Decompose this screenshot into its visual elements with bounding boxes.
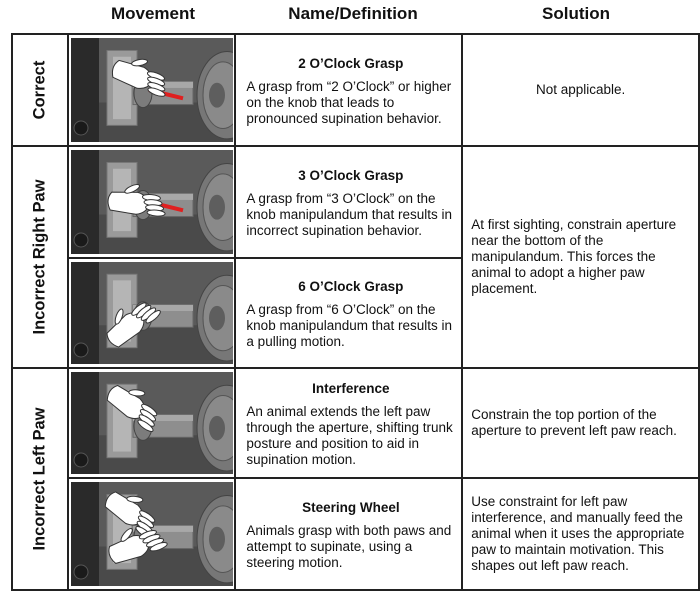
solution-correct: Not applicable. [461,33,700,147]
paw-icon [107,184,166,217]
table-row: Steering Wheel Animals grasp with both p… [12,477,700,591]
movement-definition: A grasp from “6 O’Clock” on the knob man… [246,301,453,349]
table-row: 6 O’Clock Grasp A grasp from “6 O’Clock”… [12,257,699,369]
table-row: Incorrect Left Paw Interference An anima… [10,367,700,591]
paw-icon [111,58,166,97]
movement-image-2oclock [67,33,237,147]
definition-cell: 6 O’Clock Grasp A grasp from “6 O’Clock”… [234,257,464,369]
solution-steering-wheel: Use constraint for left paw interference… [461,477,700,591]
definition-cell: 3 O’Clock Grasp A grasp from “3 O’Clock”… [234,145,464,259]
table-row: Correct 2 O’Clock Grasp A grasp from “2 … [10,33,700,147]
group-incorrect-right-paw: Incorrect Right Paw [10,145,70,369]
table-row: Incorrect Right Paw 3 O’Clock Grasp A gr… [10,145,700,369]
movement-definition: Animals grasp with both paws and attempt… [246,522,452,570]
movement-name: Steering Wheel [302,499,400,515]
movement-definition: A grasp from “3 O’Clock” on the knob man… [246,190,453,238]
paw-icon [106,384,158,432]
solution-incorrect-right-paw: At first sighting, constrain aperture ne… [461,145,700,369]
movement-image-3oclock [67,145,237,259]
movement-name: 3 O’Clock Grasp [298,167,404,183]
paw-icon [106,302,161,348]
movement-name: Interference [312,380,390,396]
movement-definition: A grasp from “2 O’Clock” or higher on th… [246,78,452,126]
header-movement: Movement [110,4,196,23]
definition-cell: Steering Wheel Animals grasp with both p… [234,477,464,591]
header-solution: Solution [542,4,610,23]
movement-image-steering-wheel [67,477,237,591]
group-incorrect-left-paw: Incorrect Left Paw [10,367,70,591]
definition-cell: Interference An animal extends the left … [234,367,464,479]
header-name-definition: Name/Definition [288,4,418,23]
right-paw-icon [108,528,168,564]
movement-name: 6 O’Clock Grasp [298,278,404,294]
solution-interference: Constrain the top portion of the apertur… [461,367,700,479]
definition-cell: 2 O’Clock Grasp A grasp from “2 O’Clock”… [234,33,464,147]
movement-image-interference [67,367,237,479]
movement-definition: An animal extends the left paw through t… [246,403,453,467]
group-correct: Correct [10,33,70,147]
movement-image-6oclock [67,257,237,369]
grasp-table: Correct 2 O’Clock Grasp A grasp from “2 … [10,33,700,591]
movement-name: 2 O’Clock Grasp [298,55,404,71]
